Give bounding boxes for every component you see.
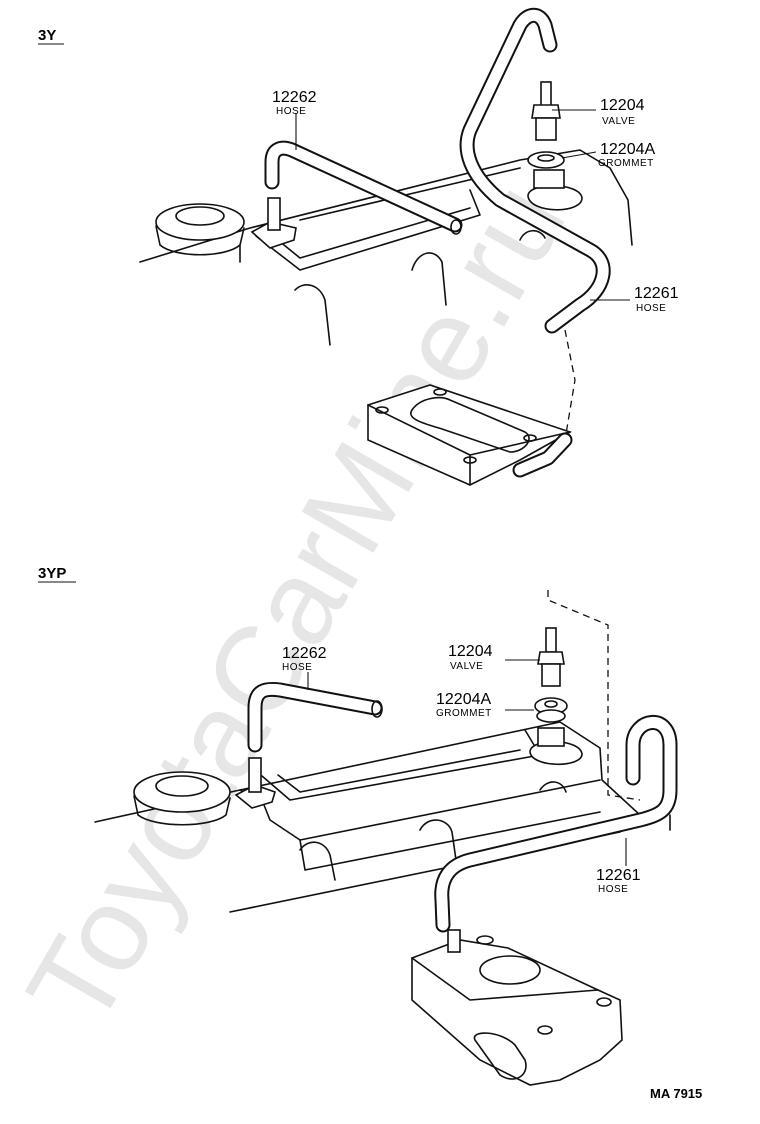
callout-part-no: 12204A (600, 141, 655, 158)
callout-part-no: 12204A (436, 691, 491, 708)
leader-12204a-3y (561, 151, 597, 159)
carburetor-base-3y (367, 384, 573, 486)
callout-part-no: 12204 (448, 643, 493, 660)
section-3y: 3Y (38, 7, 679, 486)
callout-part-no: 12262 (272, 89, 317, 106)
callout-part-name: GROMMET (436, 708, 492, 719)
watermark: ToyotaCarMine.ru (1, 161, 591, 1048)
callout-part-name: HOSE (282, 662, 312, 673)
callout-part-name: VALVE (602, 116, 635, 127)
section-label-3y: 3Y (38, 27, 56, 44)
callout-part-name: HOSE (276, 106, 306, 117)
breather-nipple-3yp (234, 757, 276, 809)
intake-base-3yp (411, 929, 623, 1086)
oil-filler-cap-3y (155, 203, 245, 256)
hose-12262-3y (264, 140, 463, 235)
dashed-leader-3yp (547, 590, 641, 801)
section-3yp: 3YP (38, 565, 678, 1086)
drawing-code: MA 7915 (650, 1086, 702, 1101)
hose-12262-3yp (247, 681, 383, 753)
callout-part-name: GROMMET (598, 158, 654, 169)
callout-part-no: 12261 (634, 285, 679, 302)
grommet-seat-3yp (529, 727, 583, 765)
hose-12261-3y (459, 7, 611, 334)
hose-12261-3yp (434, 715, 678, 933)
pcv-valve-3y (531, 81, 561, 141)
grommet-3yp (534, 697, 568, 723)
pcv-valve-3yp (537, 627, 565, 687)
callout-part-no: 12204 (600, 97, 645, 114)
callout-part-name: HOSE (598, 884, 628, 895)
oil-filler-cap-3yp (133, 771, 231, 826)
section-label-3yp: 3YP (38, 565, 66, 582)
callout-part-no: 12261 (596, 867, 641, 884)
callout-part-name: VALVE (450, 661, 483, 672)
callout-part-name: HOSE (636, 303, 666, 314)
grommet-3y (527, 151, 565, 169)
dashed-leader-3y (564, 329, 576, 441)
callout-part-no: 12262 (282, 645, 327, 662)
grommet-seat-3y (527, 169, 583, 211)
breather-nipple-3y (250, 197, 297, 249)
